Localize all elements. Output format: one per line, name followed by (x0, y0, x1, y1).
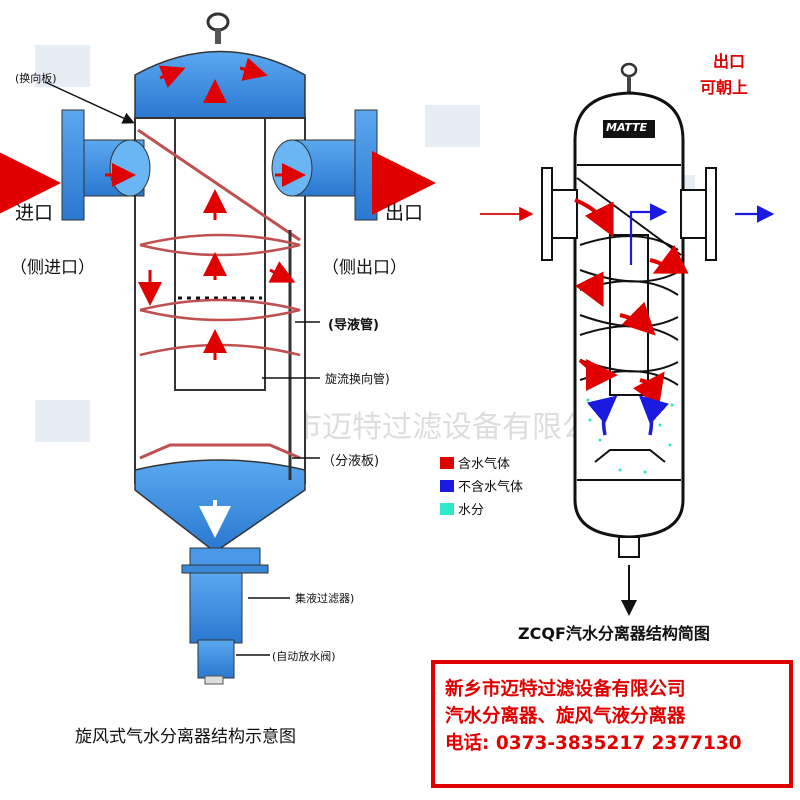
drain-nozzle (618, 536, 640, 558)
label-separator-plate: （分液板) (322, 454, 380, 469)
right-caption: ZCQF汽水分离器结构简图 (518, 624, 710, 643)
legend-label: 水分 (458, 503, 485, 518)
baffle-plate (137, 128, 301, 242)
inlet-flange (61, 109, 85, 221)
outlet-note-line1: 出口 (713, 52, 746, 71)
legend-swatch-red (440, 456, 454, 469)
legend-label: 不含水气体 (458, 480, 524, 495)
flow-arrows-left (105, 57, 306, 360)
collector-filter (189, 572, 243, 644)
legend-swatch-blue (440, 479, 454, 492)
label-swirl-pipe: 旋流换向管) (325, 372, 390, 386)
label-side-inlet: （侧进口） (10, 258, 95, 278)
brand-label: MATTE (606, 121, 648, 134)
company-phone: 电话: 0373-3835217 2377130 (445, 733, 742, 754)
company-info-box: 新乡市迈特过滤设备有限公司 汽水分离器、旋风气液分离器 电话: 0373-383… (431, 660, 793, 788)
separator-plate (594, 449, 666, 463)
wet-gas-flow (480, 198, 689, 407)
label-auto-drain: (自动放水阀) (272, 650, 336, 663)
outlet-flange (705, 167, 717, 261)
legend-water: 水分 (440, 499, 484, 518)
collector-flange (189, 547, 261, 567)
lifting-ring-icon (620, 62, 638, 78)
right-vessel (480, 62, 775, 616)
company-name: 新乡市迈特过滤设备有限公司 (445, 679, 686, 700)
separator-plate (139, 443, 301, 460)
swirl-vane (139, 233, 301, 257)
label-guide-pipe: (导液管) (328, 318, 379, 333)
auto-drain-valve (197, 639, 235, 679)
outlet-flange (354, 109, 378, 221)
label-side-outlet: （侧出口） (322, 258, 407, 278)
inlet-flange (541, 167, 553, 261)
brand-plate (603, 120, 655, 138)
label-outlet: 出口 (385, 202, 424, 224)
legend-label: 含水气体 (458, 457, 511, 472)
pointer-lines (44, 81, 320, 656)
lifting-ring-icon (206, 12, 230, 32)
label-baffle: (换向板) (15, 72, 57, 85)
label-inlet: 进口 (15, 202, 54, 224)
left-vessel (0, 12, 436, 685)
outlet-note-line2: 可朝上 (700, 78, 749, 97)
label-collector-filter: 集液过滤器) (295, 592, 355, 605)
bottom-cone (134, 459, 306, 553)
left-caption: 旋风式气水分离器结构示意图 (75, 727, 296, 747)
legend-dry-gas: 不含水气体 (440, 476, 523, 495)
legend-swatch-cyan (440, 502, 454, 515)
top-dome (134, 50, 306, 119)
dry-gas-flow (586, 203, 775, 436)
company-products: 汽水分离器、旋风气液分离器 (445, 706, 686, 727)
legend-wet-gas: 含水气体 (440, 453, 510, 472)
